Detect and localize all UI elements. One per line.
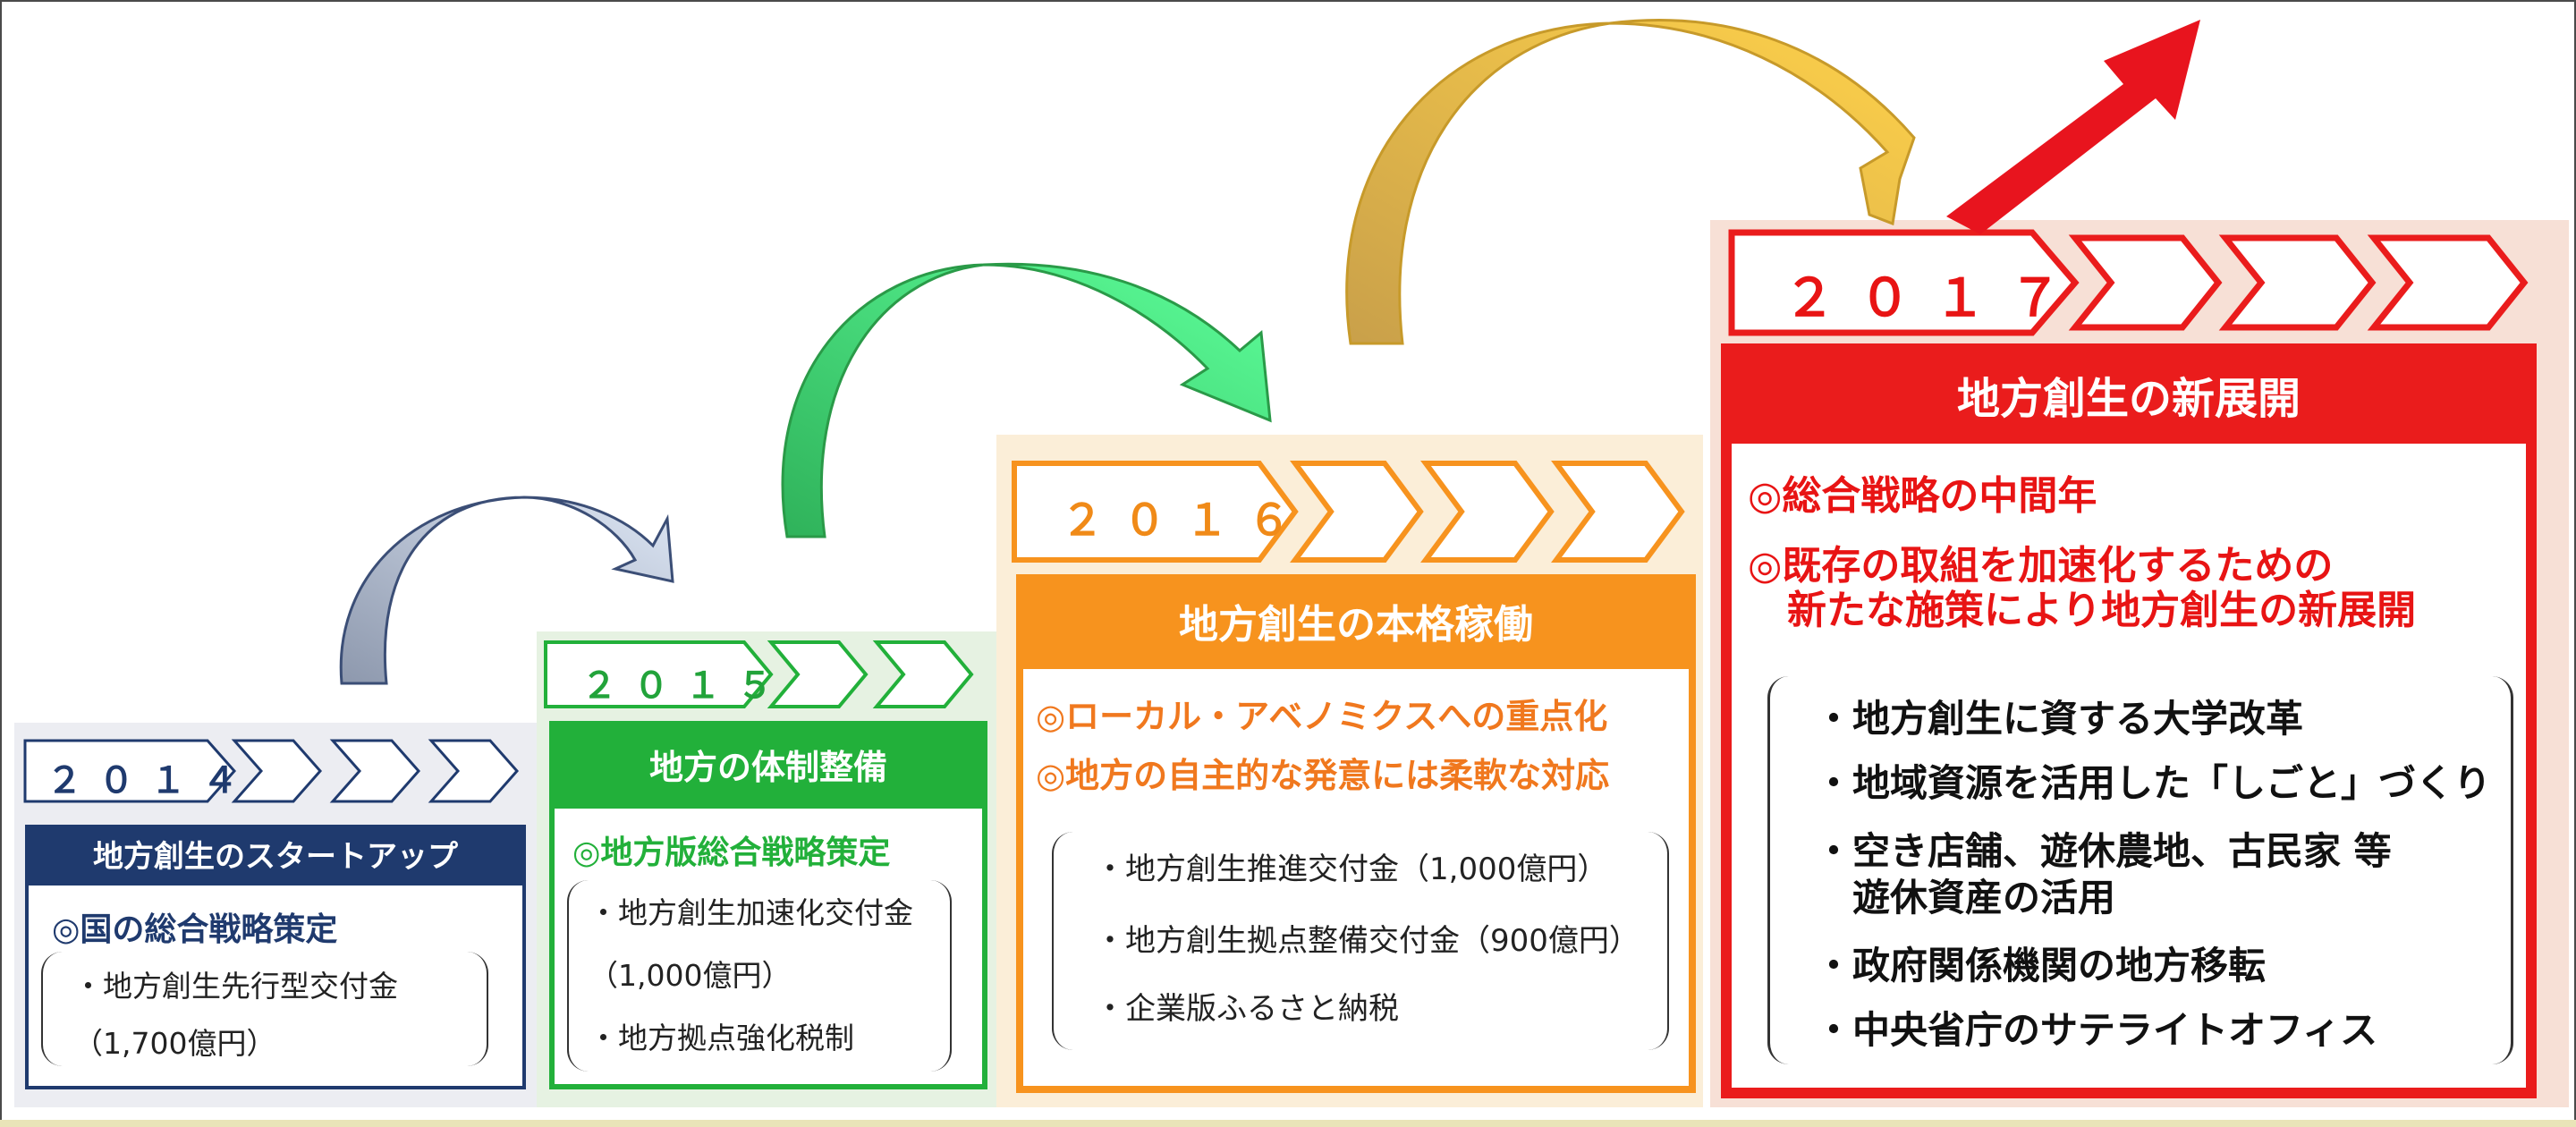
year-label-2015: ２０１５ <box>581 665 789 707</box>
curved-arrow-2014-2015 <box>339 496 674 685</box>
stage-2017-box: 地方創生の新展開 ◎総合戦略の中間年 ◎既存の取組を加速化するための 新たな施策… <box>1721 343 2537 1098</box>
stage-2017-item: 遊休資産の活用 <box>1815 876 2116 919</box>
stage-2016-title: 地方創生の本格稼働 <box>1023 581 1689 669</box>
stage-2017-item: ・地域資源を活用した「しごと」づくり <box>1815 761 2492 805</box>
stage-2017-item: ・中央省庁のサテライトオフィス <box>1815 1008 2378 1052</box>
stage-2017-title: 地方創生の新展開 <box>1732 354 2526 444</box>
year-label-2016: ２０１６ <box>1061 496 1310 546</box>
chevrons-2014 <box>23 739 520 803</box>
stage-2015-lead: ◎地方版総合戦略策定 <box>572 835 891 871</box>
stage-2017-bracket: ・地方創生に資する大学改革 ・地域資源を活用した「しごと」づくり ・空き店舗、遊… <box>1767 676 2513 1064</box>
year-label-2017: ２０１７ <box>1784 267 2085 328</box>
stage-2014-item: （1,700億円） <box>73 1026 276 1061</box>
stage-2015-box: 地方の体制整備 ◎地方版総合戦略策定 ・地方創生加速化交付金 （1,000億円）… <box>549 721 987 1089</box>
stage-2016-lead: ◎ローカル・アベノミクスへの重点化 <box>1036 697 1608 736</box>
stage-2016-box: 地方創生の本格稼働 ◎ローカル・アベノミクスへの重点化 ◎地方の自主的な発意には… <box>1016 574 1696 1093</box>
year-label-2014: ２０１４ <box>47 760 254 801</box>
chevrons-2016 <box>1012 461 1685 563</box>
stage-2016-item: ・地方創生拠点整備交付金（900億円） <box>1095 923 1640 959</box>
stage-2017-lead-line: ◎既存の取組を加速化するための <box>1748 543 2334 589</box>
stage-2016-item: ・地方創生推進交付金（1,000億円） <box>1095 852 1608 887</box>
stage-2016-lead: ◎地方の自主的な発意には柔軟な対応 <box>1036 756 1610 795</box>
stage-2015-bracket: ・地方創生加速化交付金 （1,000億円） ・地方拠点強化税制 <box>567 880 952 1072</box>
stage-2016-item: ・企業版ふるさと納税 <box>1095 991 1399 1027</box>
stage-2014-bracket: ・地方創生先行型交付金 （1,700億円） <box>41 952 488 1066</box>
stage-2015-item: ・地方創生加速化交付金 <box>589 895 913 930</box>
stage-2017-lead: ◎総合戦略の中間年 <box>1748 473 2097 519</box>
chevrons-2017 <box>1728 229 2529 336</box>
curved-arrow-2015-2016 <box>781 262 1272 538</box>
stage-2015-title: 地方の体制整備 <box>555 726 982 809</box>
red-rising-arrow <box>1946 20 2200 234</box>
stage-2015-item: （1,000億円） <box>589 958 792 993</box>
stage-2014-lead: ◎国の総合戦略策定 <box>52 911 338 948</box>
stage-2015-item: ・地方拠点強化税制 <box>589 1021 854 1055</box>
curved-arrow-2016-2017 <box>1345 19 1916 345</box>
stage-2017-lead-line: 新たな施策により地方創生の新展開 <box>1748 588 2417 633</box>
stage-2017-item: ・地方創生に資する大学改革 <box>1815 697 2304 741</box>
stage-2017-item: ・空き店舗、遊休農地、古民家 等 <box>1815 829 2392 873</box>
chevrons-2015 <box>544 640 974 708</box>
stage-2014-box: 地方創生のスタートアップ ◎国の総合戦略策定 ・地方創生先行型交付金 （1,70… <box>25 825 526 1089</box>
bottom-rule <box>0 1120 2576 1127</box>
stage-2016-bracket: ・地方創生推進交付金（1,000億円） ・地方創生拠点整備交付金（900億円） … <box>1052 832 1669 1050</box>
stage-2017-item: ・政府関係機関の地方移転 <box>1815 944 2267 987</box>
stage-2014-item: ・地方創生先行型交付金 <box>73 969 398 1004</box>
stage-2014-title: 地方創生のスタートアップ <box>29 828 522 886</box>
stage-2017-lead: ◎既存の取組を加速化するための 新たな施策により地方創生の新展開 <box>1748 544 2416 633</box>
